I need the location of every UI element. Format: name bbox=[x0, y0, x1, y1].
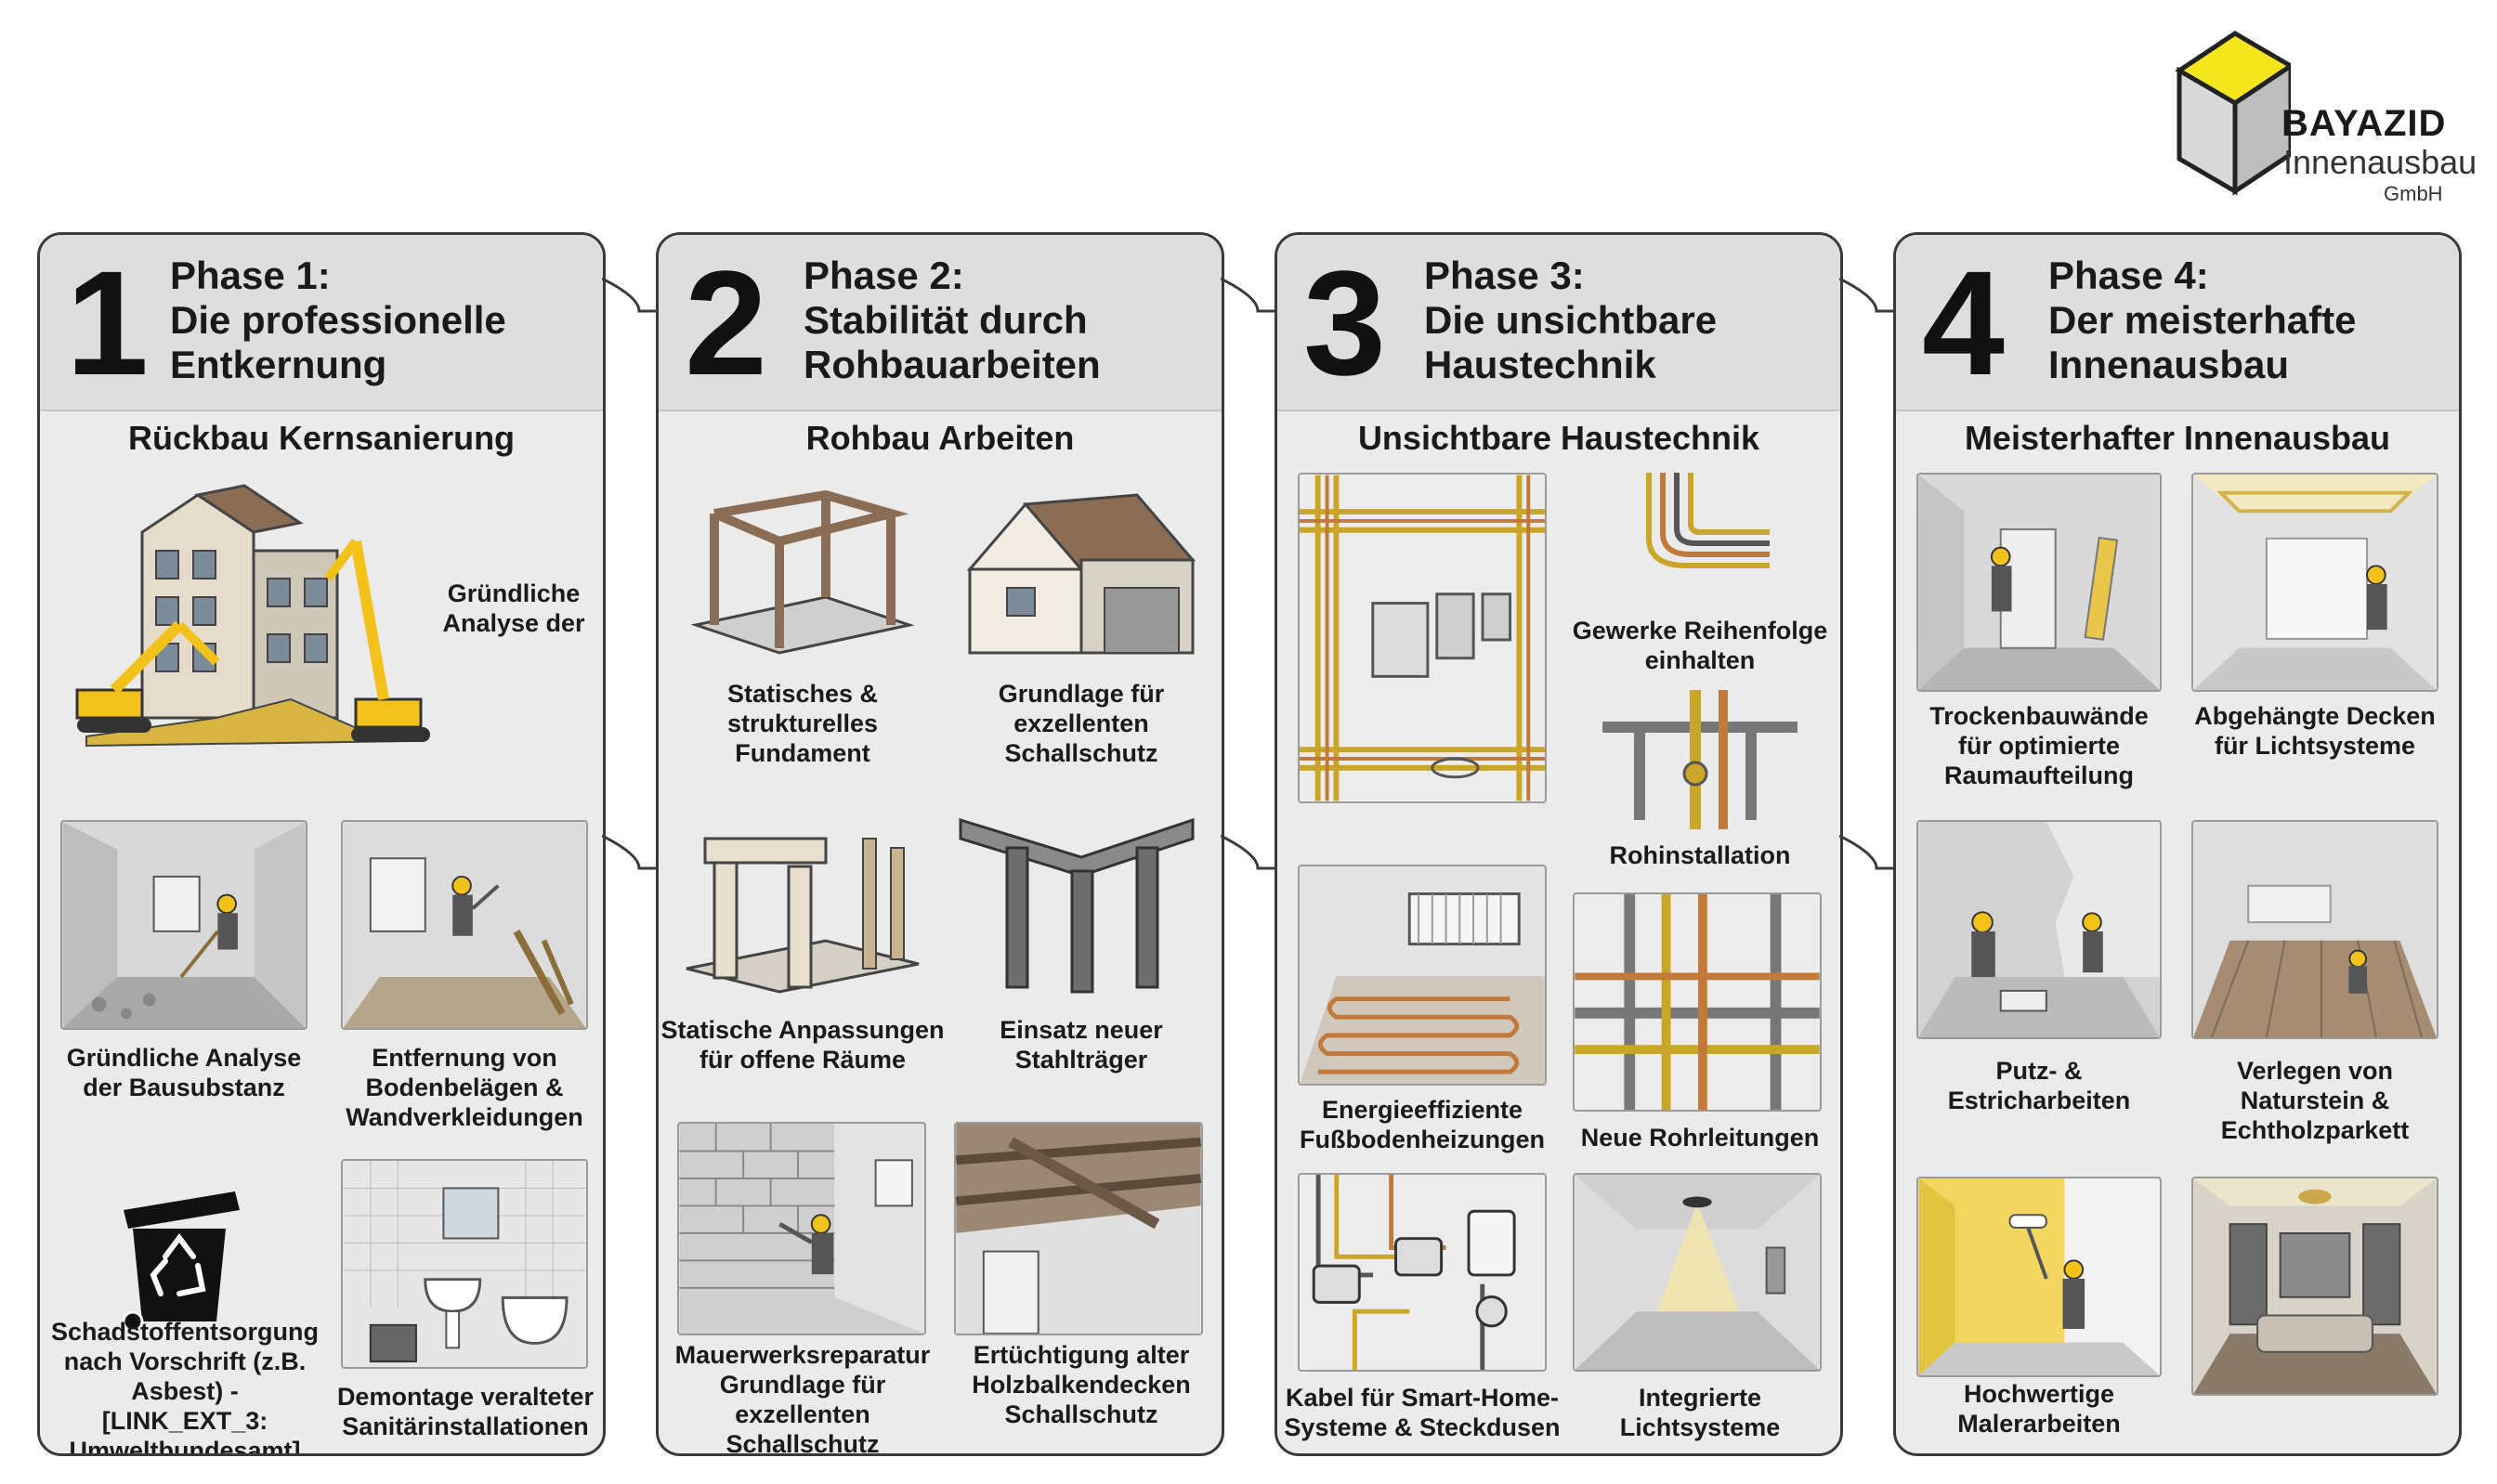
phase-number: 2 bbox=[685, 240, 767, 406]
steel-beam-icon bbox=[959, 817, 1195, 994]
section-title: Rohbau Arbeiten bbox=[805, 419, 1075, 457]
plastering-tile bbox=[1916, 820, 2162, 1039]
phase-title: Phase 3: Die unsichtbare Haustechnik bbox=[1424, 254, 1718, 386]
item-caption: Ertüchtigung alter Holzbalkendecken Scha… bbox=[972, 1341, 1191, 1428]
drywall-tile bbox=[1916, 473, 2162, 692]
logo-subtitle: Innenausbau bbox=[2283, 143, 2477, 181]
frame-tile bbox=[677, 476, 928, 662]
phase-title: Phase 1: Die professionelle Entkernung bbox=[170, 254, 506, 386]
demolition-worker-icon bbox=[62, 822, 306, 1028]
steel-beam-tile bbox=[951, 811, 1202, 996]
phase-header: 2 Phase 2: Stabilität durch Rohbauarbeit… bbox=[659, 235, 1222, 411]
company-logo: BAYAZID Innenausbau GmbH bbox=[2170, 15, 2477, 205]
item-caption: Gewerke Reihenfolge einhalten bbox=[1572, 617, 1828, 674]
floor-removal-tile bbox=[341, 820, 588, 1030]
phase-1-panel: 1 Phase 1: Die professionelle Entkernung… bbox=[37, 232, 606, 1456]
item-caption: Kabel für Smart-Home- Systeme & Steckdus… bbox=[1284, 1384, 1561, 1441]
sanitary-tile bbox=[341, 1159, 588, 1369]
sanitary-removal-icon bbox=[343, 1161, 586, 1367]
phase-4-panel: 4 Phase 4: Der meisterhafte Innenausbau … bbox=[1893, 232, 2462, 1456]
item-caption: Gründliche Analyse der Bausubstanz bbox=[66, 1044, 302, 1101]
parquet-tile bbox=[2191, 820, 2438, 1039]
cable-bundle-icon bbox=[1646, 473, 1770, 568]
new-pipes-icon bbox=[1575, 894, 1820, 1110]
phase-header: 4 Phase 4: Der meisterhafte Innenausbau bbox=[1896, 235, 2459, 411]
light-system-tile bbox=[1573, 1173, 1822, 1372]
floor-removal-icon bbox=[343, 822, 586, 1028]
item-caption: Einsatz neuer Stahlträger bbox=[1000, 1016, 1163, 1074]
pipe-fitting-icon bbox=[1602, 690, 1798, 829]
item-caption: Neue Rohrleitungen bbox=[1580, 1124, 1820, 1152]
section-title: Rückbau Kernsanierung bbox=[127, 419, 516, 457]
house-tile bbox=[951, 476, 1202, 662]
recycling-bin-icon bbox=[122, 1191, 240, 1331]
phase-title: Phase 2: Stabilität durch Rohbauarbeiten bbox=[804, 254, 1101, 386]
sockets-tile bbox=[1298, 1173, 1547, 1372]
logo-brand: BAYAZID bbox=[2281, 103, 2447, 144]
item-caption: Integrierte Lichtsysteme bbox=[1619, 1384, 1781, 1441]
opening-icon bbox=[686, 837, 920, 994]
plastering-icon bbox=[1918, 822, 2160, 1037]
phase-number: 4 bbox=[1922, 240, 2005, 406]
pipes-room-icon bbox=[1300, 475, 1545, 801]
phase-number: 3 bbox=[1303, 240, 1386, 406]
painting-tile bbox=[1916, 1177, 2162, 1377]
item-caption: Demontage veralteter Sanitärinstallation… bbox=[336, 1383, 595, 1440]
item-caption: Mauerwerksreparatur Grundlage für exzell… bbox=[674, 1341, 931, 1456]
item-caption: Rohinstallation bbox=[1609, 841, 1791, 869]
pipe-fitting-tile bbox=[1602, 690, 1798, 829]
phase-number: 1 bbox=[66, 240, 149, 406]
frame-icon bbox=[690, 489, 915, 655]
item-caption: Entfernung von Bodenbelägen & Wandverkle… bbox=[346, 1044, 583, 1131]
new-pipes-tile bbox=[1573, 892, 1822, 1112]
cube-logo-icon bbox=[2175, 31, 2291, 196]
recycling-tile bbox=[96, 1173, 263, 1331]
opening-tile bbox=[677, 811, 928, 996]
item-caption: Schadstoffentsorgung nach Vorschrift (z.… bbox=[51, 1318, 319, 1456]
wood-ceiling-tile bbox=[954, 1122, 1203, 1335]
living-room-tile bbox=[2191, 1177, 2438, 1396]
demolition-icon bbox=[75, 484, 430, 748]
phase-3-panel: 3 Phase 3: Die unsichtbare Haustechnik U… bbox=[1275, 232, 1843, 1456]
item-caption: Energieeffiziente Fußbodenheizungen bbox=[1300, 1096, 1545, 1153]
item-caption: Statisches & strukturelles Fundament bbox=[726, 680, 879, 767]
wood-ceiling-icon bbox=[956, 1124, 1201, 1334]
item-caption: Hochwertige Malerarbeiten bbox=[1957, 1380, 2121, 1438]
brick-wall-icon bbox=[679, 1124, 924, 1334]
item-caption: Trockenbauwände für optimierte Raumaufte… bbox=[1929, 702, 2149, 789]
painting-icon bbox=[1918, 1178, 2160, 1375]
suspended-ceiling-icon bbox=[2193, 475, 2437, 690]
suspended-ceiling-tile bbox=[2191, 473, 2438, 692]
cable-bundle-tile bbox=[1630, 473, 1770, 593]
item-caption: Abgehängte Decken für Lichtsysteme bbox=[2194, 702, 2436, 760]
item-caption: Grundlage für exzellenten Schallschutz bbox=[998, 680, 1165, 767]
item-caption: Putz- & Estricharbeiten bbox=[1947, 1057, 2131, 1114]
section-title: Meisterhafter Innenausbau bbox=[1964, 419, 2391, 457]
parquet-icon bbox=[2193, 822, 2437, 1037]
drywall-icon bbox=[1918, 475, 2160, 690]
analysis-tile bbox=[60, 820, 307, 1030]
item-caption: Statische Anpassungen für offene Räume bbox=[660, 1016, 945, 1074]
pipes-room-tile bbox=[1298, 473, 1547, 803]
sockets-icon bbox=[1300, 1175, 1545, 1370]
section-title: Unsichtbare Haustechnik bbox=[1357, 419, 1760, 457]
living-room-icon bbox=[2193, 1178, 2437, 1394]
phase-header: 3 Phase 3: Die unsichtbare Haustechnik bbox=[1277, 235, 1840, 411]
phase-header: 1 Phase 1: Die professionelle Entkernung bbox=[40, 235, 603, 411]
phase-2-panel: 2 Phase 2: Stabilität durch Rohbauarbeit… bbox=[656, 232, 1224, 1456]
house-icon bbox=[966, 493, 1196, 655]
demolition-building-illustration bbox=[59, 476, 449, 755]
floor-heating-icon bbox=[1300, 866, 1545, 1084]
item-caption: Verlegen von Naturstein & Echtholzparket… bbox=[2220, 1057, 2410, 1144]
logo-gmbh: GmbH bbox=[2384, 182, 2443, 205]
brick-wall-tile bbox=[677, 1122, 926, 1335]
phase-title: Phase 4: Der meisterhafte Innenausbau bbox=[2048, 254, 2357, 386]
hero-caption: Gründliche Analyse der bbox=[442, 579, 585, 637]
floor-heating-tile bbox=[1298, 865, 1547, 1086]
light-system-icon bbox=[1575, 1175, 1820, 1370]
